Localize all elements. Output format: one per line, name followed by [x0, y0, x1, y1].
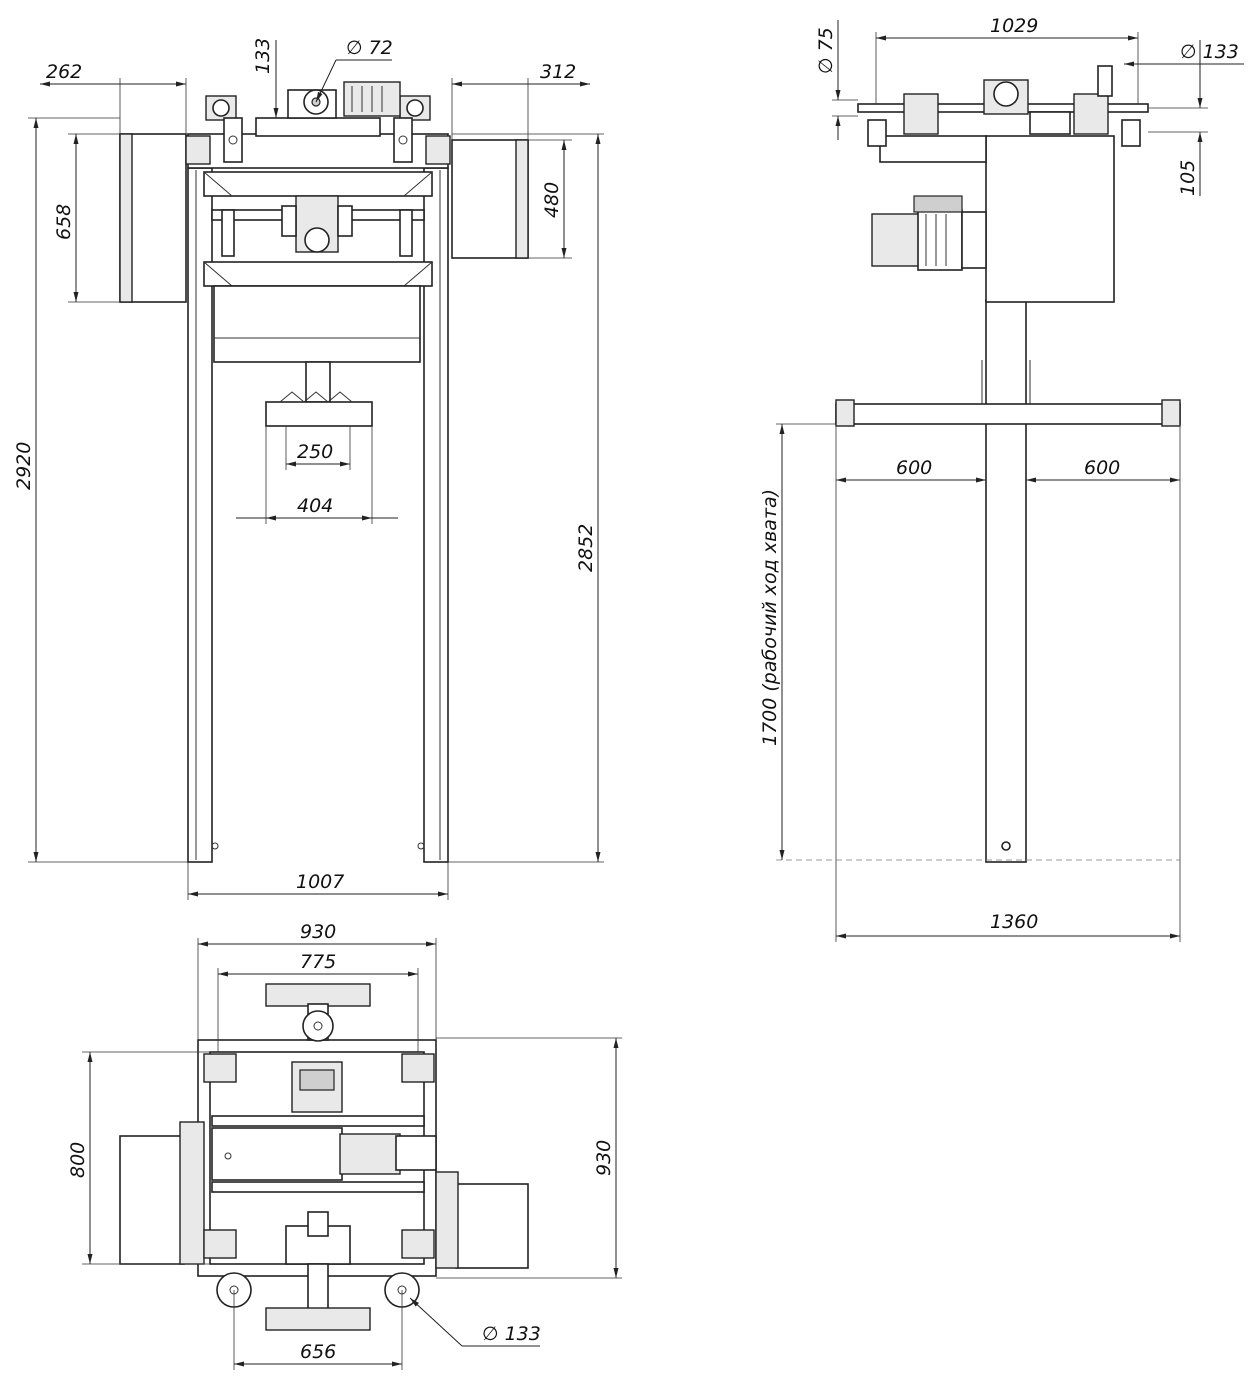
dim-930-top: 930: [300, 921, 336, 943]
dim-600-left: 600: [896, 457, 932, 479]
dim-775: 775: [300, 951, 336, 973]
side-view-dimensions: 1029 ∅ 75 ∅ 133 105 600 600 1700 (рабочи…: [759, 15, 1244, 942]
base-beam: [835, 403, 1181, 425]
top-wheel: [302, 1010, 334, 1042]
vertical-column: [985, 299, 1027, 863]
dim-diameter-75: ∅ 75: [815, 27, 837, 74]
top-view: [119, 983, 529, 1331]
dim-312: 312: [540, 61, 576, 83]
dim-1360: 1360: [990, 911, 1038, 933]
front-view: [119, 81, 529, 863]
dim-1700-working-stroke: 1700 (рабочий ход хвата): [759, 489, 781, 746]
dim-262: 262: [46, 61, 82, 83]
dim-2920: 2920: [13, 442, 35, 490]
dim-480: 480: [541, 182, 563, 218]
top-view-dimensions: 930 775 800 930 656 ∅ 133: [67, 921, 622, 1370]
dim-800: 800: [67, 1142, 89, 1178]
dim-105: 105: [1177, 160, 1199, 196]
dim-diameter-133-side: ∅ 133: [1180, 41, 1239, 63]
front-view-dimensions: 262 133 ∅ 72 312 658 480 2920 2852: [13, 37, 604, 900]
dim-404: 404: [297, 495, 333, 517]
dim-diameter-133-top: ∅ 133: [482, 1323, 541, 1345]
dim-930-right: 930: [593, 1140, 615, 1176]
side-view: [835, 65, 1181, 863]
dim-133: 133: [252, 38, 274, 74]
dim-658: 658: [53, 204, 75, 240]
gripper-head: [265, 401, 373, 427]
dim-2852: 2852: [575, 524, 597, 572]
dim-diameter-72: ∅ 72: [346, 37, 393, 59]
dim-1007: 1007: [296, 871, 344, 893]
dim-1029: 1029: [990, 15, 1038, 37]
dim-250: 250: [297, 441, 333, 463]
dim-600-right: 600: [1084, 457, 1120, 479]
dim-656: 656: [300, 1341, 336, 1363]
side-housing: [985, 135, 1115, 303]
